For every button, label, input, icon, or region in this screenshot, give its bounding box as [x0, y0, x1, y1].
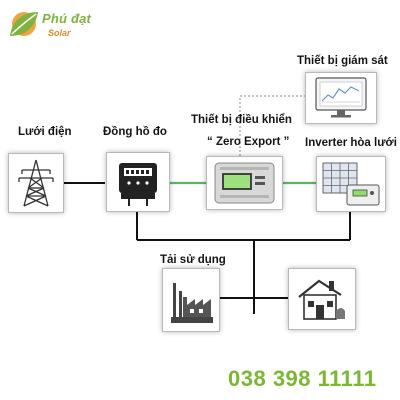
factory-icon — [171, 283, 213, 323]
load-label: Tải sử dụng — [160, 254, 226, 266]
inverter-label: Inverter hòa lưới — [305, 137, 397, 149]
monitor-node — [305, 72, 377, 124]
solar-leaf-icon — [10, 12, 38, 36]
solar-inverter-icon — [322, 162, 380, 206]
energy-meter-icon — [119, 163, 157, 206]
inverter-node — [316, 156, 386, 212]
controller-label-sub: “ Zero Export ” — [207, 136, 290, 148]
brand-tagline: Solar — [48, 28, 71, 38]
brand-name: Phú đạt — [42, 11, 92, 26]
controller-device-icon — [214, 162, 275, 204]
controller-node — [206, 156, 283, 210]
brand-logo: Phú đạt Solar — [6, 4, 106, 48]
transmission-tower-icon — [18, 159, 54, 207]
grid-label: Lưới điện — [18, 126, 72, 138]
meter-label: Đồng hồ đo — [103, 126, 167, 138]
controller-label: Thiết bị điều khiển — [191, 114, 292, 126]
contact-phone[interactable]: 038 398 11111 — [228, 366, 377, 391]
monitor-screen-icon — [315, 77, 367, 118]
factory-node — [162, 268, 220, 332]
monitor-label: Thiết bị giám sát — [297, 55, 388, 67]
grid-node — [8, 153, 64, 213]
meter-node — [106, 152, 170, 212]
controller-to-monitor-link — [239, 95, 305, 156]
house-icon — [298, 279, 345, 320]
house-node — [288, 268, 356, 330]
